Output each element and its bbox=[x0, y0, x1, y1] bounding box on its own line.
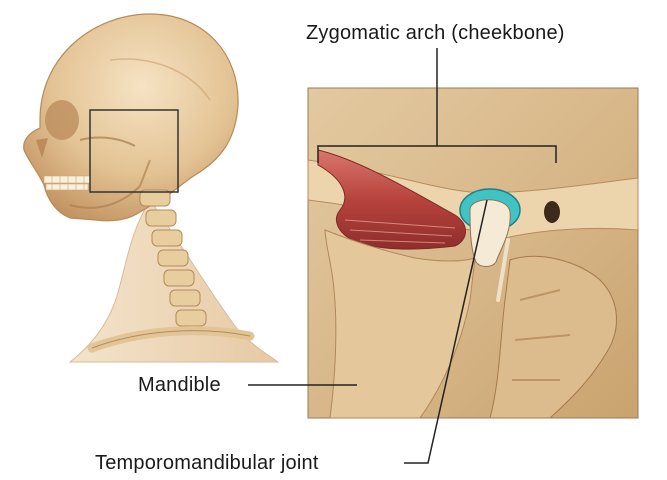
teeth bbox=[44, 176, 90, 190]
temporomandibular-joint-label: Temporomandibular joint bbox=[95, 452, 319, 474]
zygomatic-arch-label: Zygomatic arch (cheekbone) bbox=[306, 22, 565, 44]
ear-canal bbox=[544, 201, 560, 223]
mandible-label: Mandible bbox=[138, 374, 221, 396]
detail-panel bbox=[308, 88, 638, 418]
head-figure bbox=[24, 14, 278, 362]
eye-socket bbox=[45, 100, 79, 140]
